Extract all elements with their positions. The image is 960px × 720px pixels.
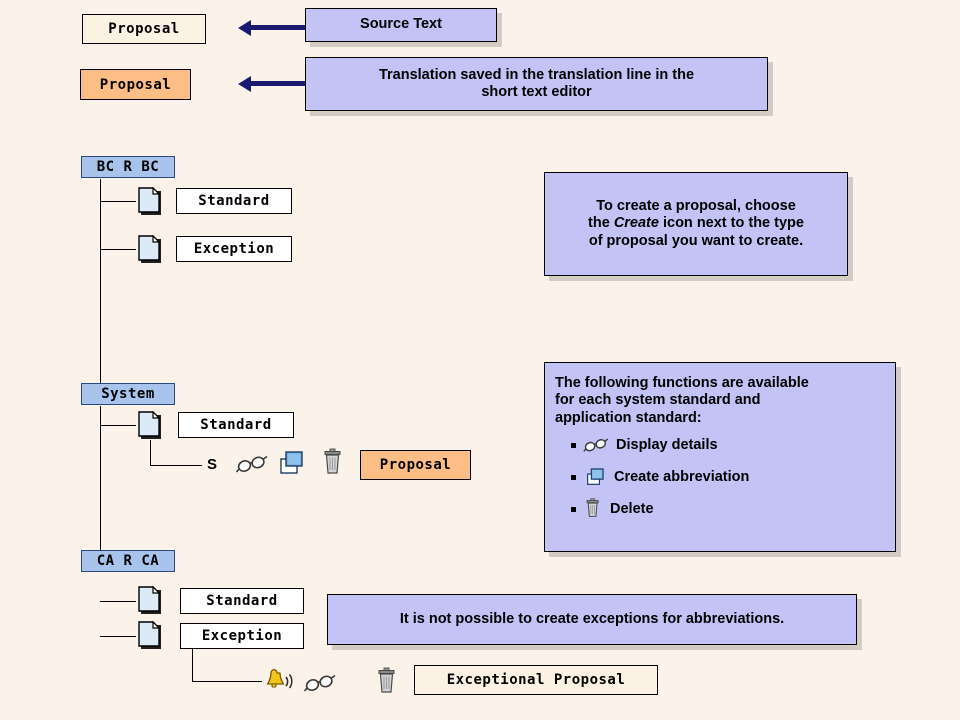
tree-label-ca-standard[interactable]: Standard: [180, 588, 304, 614]
trash-icon[interactable]: [374, 667, 400, 697]
callout-translation-line2: short text editor: [481, 84, 592, 100]
callout-create-emphasis: Create: [613, 215, 659, 232]
tree-label-ca-exception[interactable]: Exception: [180, 623, 304, 649]
function-item-create-abbreviation: Create abbreviation: [571, 466, 895, 488]
leaf-letter-s: S: [207, 456, 218, 473]
callout-create-line1: To create a proposal, choose: [596, 198, 796, 215]
callout-create-line2: the Create icon next to the type: [580, 215, 812, 232]
callout-create-line2-pre: the: [588, 215, 614, 232]
bullet-icon: [571, 442, 576, 448]
copy-icon[interactable]: [276, 448, 306, 478]
callout-create-line3: of proposal you want to create.: [588, 232, 804, 249]
bell-icon[interactable]: [265, 667, 299, 697]
callout-functions-heading-line3: application standard:: [555, 409, 702, 426]
arrow-shaft-translation: [251, 81, 305, 86]
function-item-label: Display details: [616, 436, 718, 453]
callout-create-proposal: To create a proposal, choose the Create …: [544, 172, 848, 276]
tree-label-bc-exception[interactable]: Exception: [176, 236, 292, 262]
trash-icon: [586, 498, 599, 518]
callout-source-text: Source Text: [305, 8, 497, 42]
callout-no-exceptions-text: It is not possible to create exceptions …: [399, 610, 785, 627]
tree-leaf-connector-horizontal-system: [150, 465, 202, 466]
callout-functions-list: Display details Create abbreviation: [545, 434, 895, 530]
trash-icon[interactable]: [320, 448, 346, 478]
tree-label-bc-standard[interactable]: Standard: [176, 188, 292, 214]
function-item-delete: Delete: [571, 498, 895, 520]
tree-node-bc-r-bc[interactable]: BC R BC: [81, 156, 175, 178]
tree-branch-ca-standard: [100, 601, 136, 602]
tree-node-system[interactable]: System: [81, 383, 175, 405]
callout-functions-heading: The following functions are available fo…: [545, 375, 895, 427]
glasses-icon: [583, 438, 609, 452]
bullet-icon: [571, 474, 576, 480]
page-icon[interactable]: [138, 621, 165, 651]
callout-functions-heading-line1: The following functions are available: [555, 375, 809, 391]
callout-source-text-line: Source Text: [360, 16, 442, 33]
tree-leaf-connector-vertical-ca: [192, 649, 193, 682]
proposal-source-box[interactable]: Proposal: [82, 14, 206, 44]
function-item-label: Create abbreviation: [614, 468, 750, 485]
proposal-translated-box[interactable]: Proposal: [80, 69, 191, 100]
callout-no-exceptions: It is not possible to create exceptions …: [327, 594, 857, 645]
page-icon[interactable]: [138, 411, 165, 441]
copy-icon: [587, 468, 604, 486]
callout-translation-saved: Translation saved in the translation lin…: [305, 57, 768, 111]
tree-label-system-standard[interactable]: Standard: [178, 412, 294, 438]
arrow-head-translation: [238, 76, 251, 92]
tree-leaf-connector-vertical-system: [150, 440, 151, 466]
page-icon[interactable]: [138, 586, 165, 616]
arrow-shaft-source: [251, 25, 305, 30]
tree-node-ca-r-ca[interactable]: CA R CA: [81, 550, 175, 572]
callout-translation-line1: Translation saved in the translation lin…: [378, 66, 695, 83]
callout-available-functions: The following functions are available fo…: [544, 362, 896, 552]
function-item-display-details: Display details: [571, 434, 895, 456]
tree-leaf-connector-horizontal-ca: [192, 681, 262, 682]
tree-branch-bc-exception: [100, 249, 136, 250]
tree-branch-system-standard: [100, 425, 136, 426]
bullet-icon: [571, 506, 576, 512]
function-item-label: Delete: [610, 500, 654, 517]
arrow-head-source: [238, 20, 251, 36]
tree-branch-ca-exception: [100, 636, 136, 637]
glasses-icon[interactable]: [304, 669, 336, 697]
callout-functions-heading-line2: for each system standard and: [555, 392, 761, 409]
callout-create-line2-post: icon next to the type: [658, 215, 804, 232]
page-icon[interactable]: [138, 187, 165, 217]
leaf-tag-exceptional-proposal[interactable]: Exceptional Proposal: [414, 665, 658, 695]
leaf-tag-proposal[interactable]: Proposal: [360, 450, 471, 480]
tree-trunk-upper: [100, 179, 101, 393]
tree-trunk-lower: [100, 406, 101, 554]
glasses-icon[interactable]: [236, 450, 268, 478]
page-icon[interactable]: [138, 235, 165, 265]
tree-branch-bc-standard: [100, 201, 136, 202]
